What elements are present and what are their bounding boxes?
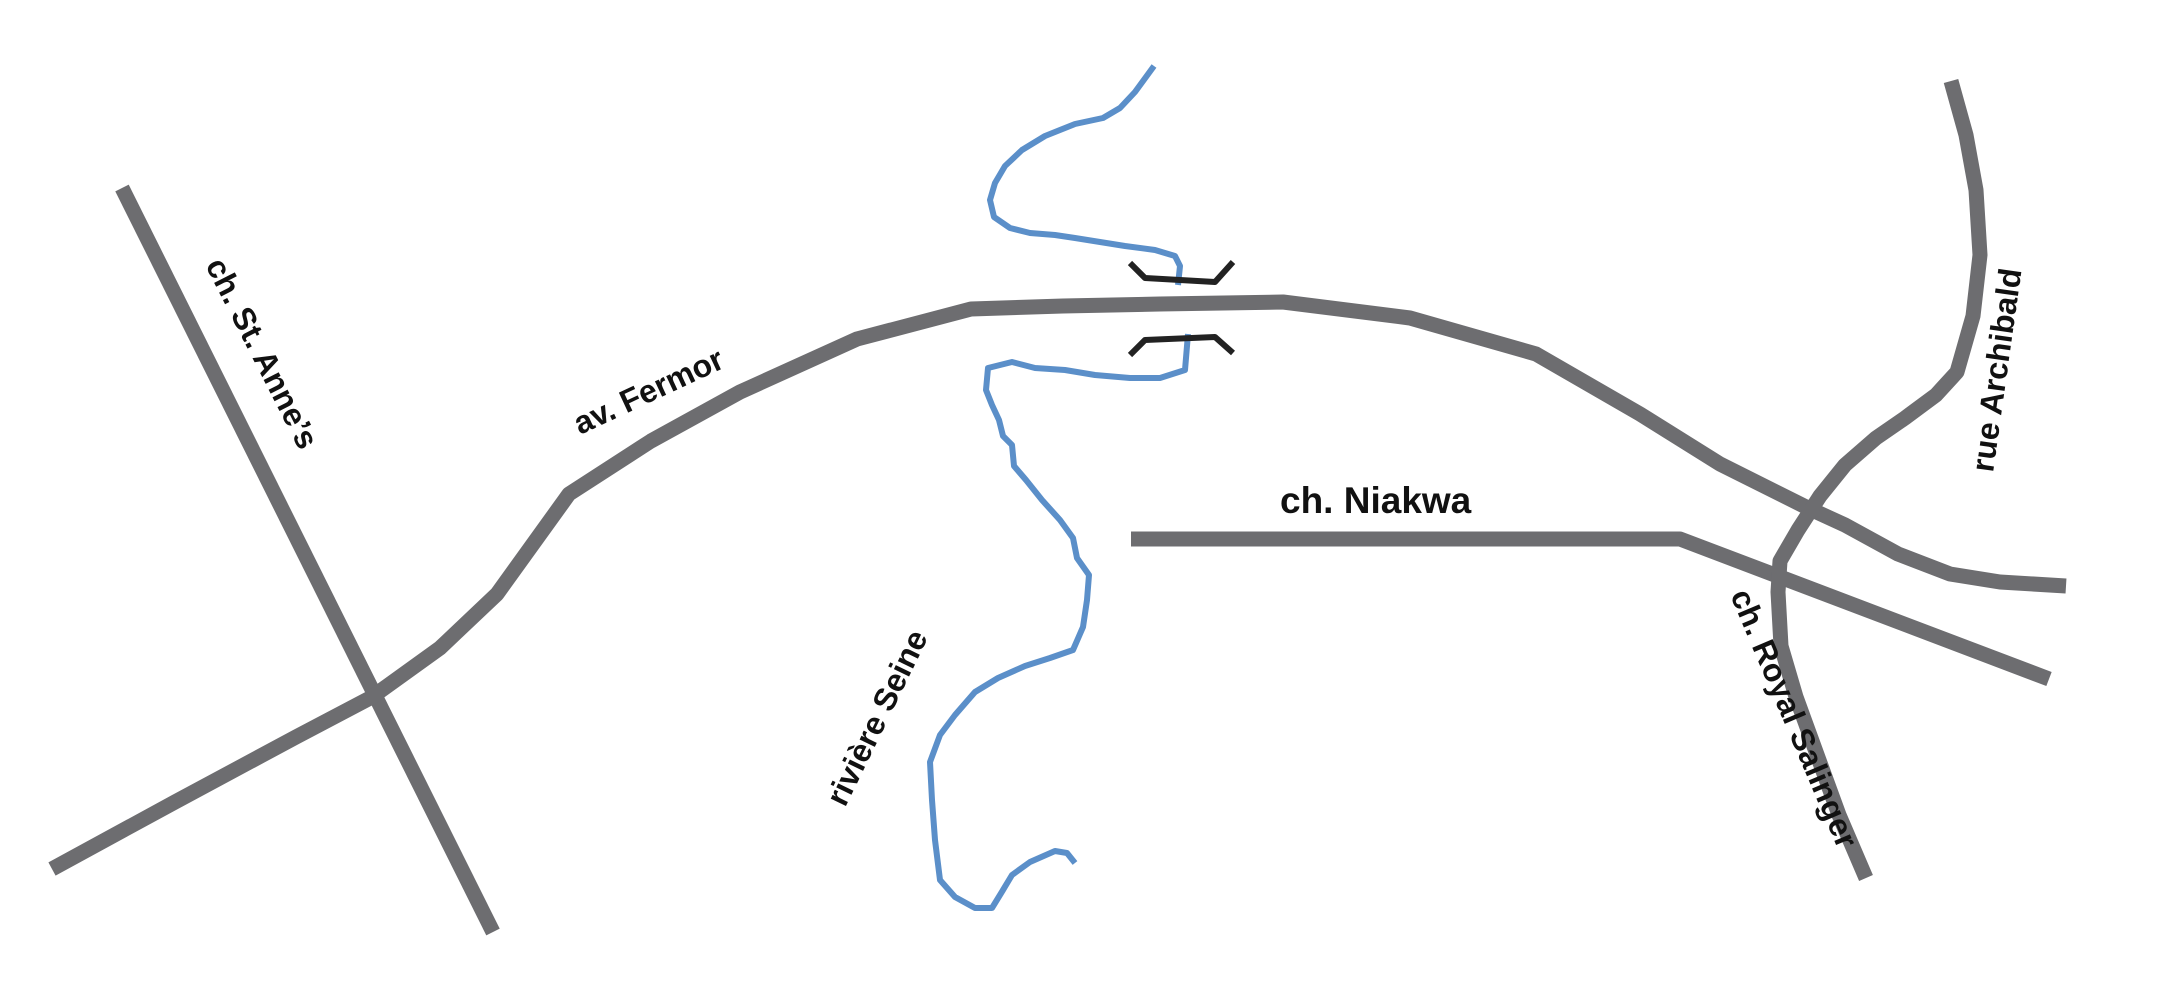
st-annes-road <box>115 184 500 936</box>
royal-salinger-label: ch. Royal Salinger <box>1724 584 1866 853</box>
bridge-north-icon <box>1127 259 1236 285</box>
fermor-label: av. Fermor <box>568 341 729 442</box>
st-annes-label: ch. St. Anne’s <box>199 252 326 455</box>
bridge-south-icon <box>1127 334 1235 358</box>
archibald-street <box>1770 78 1988 881</box>
niakwa-road <box>1131 531 2052 687</box>
seine-river-south <box>927 333 1191 911</box>
fermor-avenue <box>48 294 2067 876</box>
seine-label: rivière Seine <box>819 624 935 811</box>
niakwa-label: ch. Niakwa <box>1280 480 1472 521</box>
seine-river-north <box>987 64 1183 286</box>
